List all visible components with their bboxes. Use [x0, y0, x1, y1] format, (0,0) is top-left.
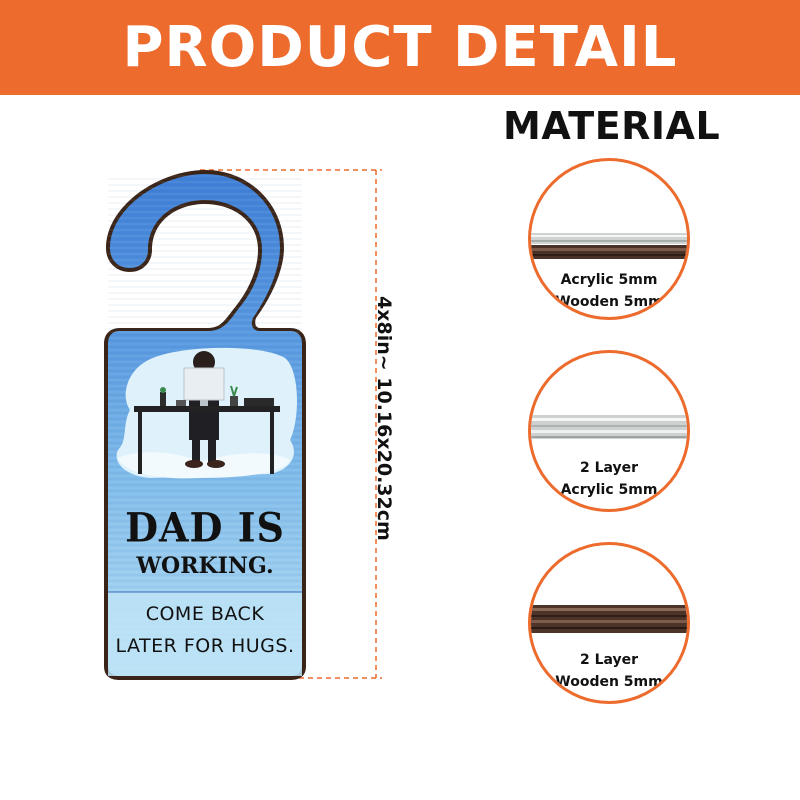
- option-3-line-2: Wooden 5mm: [555, 674, 663, 690]
- sign-heading: DAD IS: [125, 503, 285, 552]
- hugs-panel: [108, 592, 302, 676]
- sign-message-line-1: COME BACK: [145, 603, 265, 625]
- acrylic-strip-icon: [531, 415, 687, 439]
- option-1-line-1: Acrylic 5mm: [560, 272, 658, 288]
- sign-message-line-2: LATER FOR HUGS.: [115, 635, 295, 657]
- option-2-line-1: 2 Layer: [579, 460, 639, 476]
- sign-subheading: WORKING.: [136, 553, 274, 579]
- option-2-line-2: Acrylic 5mm: [560, 482, 658, 498]
- banner-title: PRODUCT DETAIL: [122, 15, 678, 80]
- wood-strip-icon: [531, 605, 687, 633]
- material-option-2-layer-acrylic: 2 Layer Acrylic 5mm: [528, 350, 690, 512]
- material-option-acrylic-wooden: Acrylic 5mm Wooden 5mm: [528, 158, 690, 320]
- material-title: MATERIAL: [503, 104, 721, 148]
- material-option-2-layer-wooden: 2 Layer Wooden 5mm: [528, 542, 690, 704]
- dimension-label: 4x8in~ 10.16x20.32cm: [373, 296, 395, 541]
- option-1-line-2: Wooden 5mm: [555, 294, 663, 310]
- option-3-line-1: 2 Layer: [579, 652, 639, 668]
- desk-illustration: [116, 347, 297, 479]
- acrylic-wood-strip-icon: [531, 233, 687, 259]
- header-banner: PRODUCT DETAIL: [0, 0, 800, 95]
